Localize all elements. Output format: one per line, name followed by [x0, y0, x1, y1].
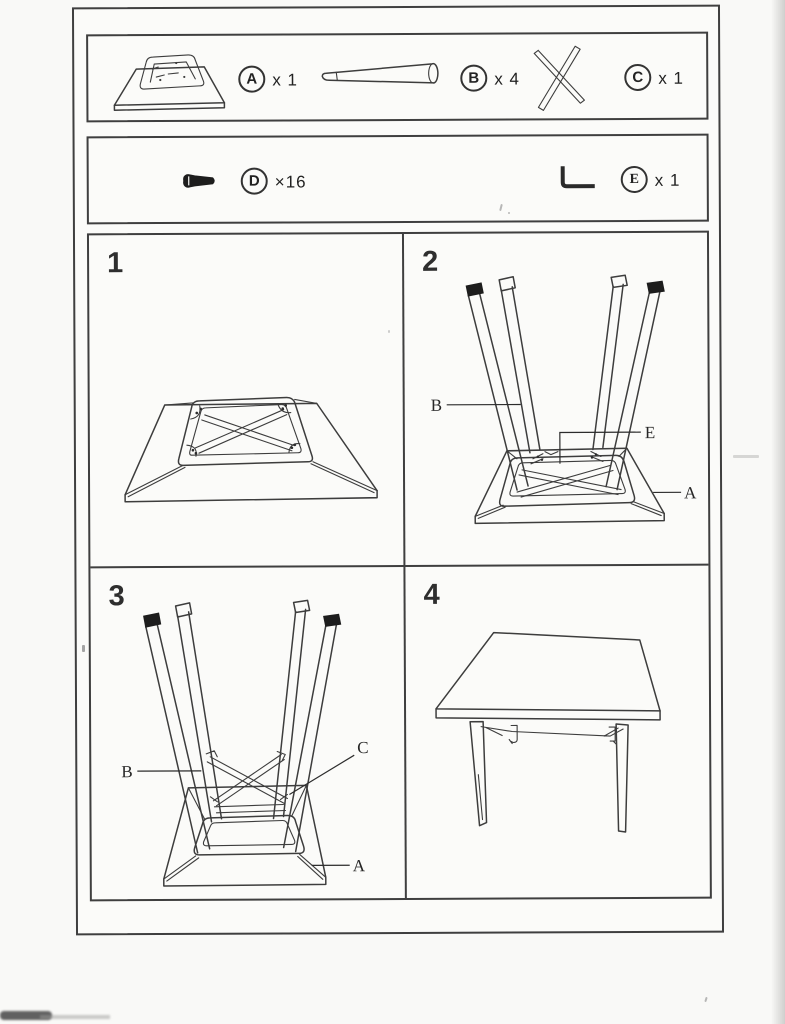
parts-list-row-1: A x 1 B x 4 C x 1	[86, 31, 709, 123]
allen-key-icon	[557, 163, 599, 196]
parts-list-row-2: D ×16 E x 1	[86, 133, 709, 225]
screw-icon	[181, 171, 219, 196]
part-qty-b: x 4	[494, 69, 521, 89]
step-panel-2: 2	[403, 232, 709, 567]
callout-a-step3: A	[353, 856, 366, 875]
cross-brace-icon	[528, 41, 592, 118]
part-qty-a: x 1	[272, 70, 299, 90]
part-badge-e: E	[620, 165, 648, 194]
part-qty-d: ×16	[274, 172, 307, 192]
scan-speck	[388, 330, 390, 333]
scan-edge-shadow	[771, 0, 785, 1024]
table-leg-icon	[316, 61, 448, 97]
table-top-icon	[106, 49, 232, 121]
callout-b-step3: B	[121, 762, 132, 781]
part-badge-d: D	[240, 167, 268, 195]
step-panel-3: 3	[90, 566, 407, 900]
step3-diagram: B C A	[90, 567, 404, 899]
callout-b-step2: B	[431, 396, 442, 415]
part-badge-a: A	[238, 65, 266, 93]
step-panel-1: 1	[88, 233, 406, 569]
step2-diagram: B E A	[404, 233, 708, 565]
assembly-steps-grid: 1	[86, 230, 712, 902]
step4-diagram	[405, 566, 709, 898]
step1-diagram	[89, 234, 403, 566]
step-number-1: 1	[107, 247, 124, 280]
callout-a-step2: A	[684, 483, 697, 502]
scan-speck	[82, 645, 85, 652]
step-panel-4: 4	[405, 566, 709, 898]
part-badge-b: B	[460, 64, 488, 92]
callout-e-step2: E	[645, 423, 655, 442]
scan-smudge	[0, 1011, 52, 1020]
step-number-3: 3	[108, 580, 125, 613]
callout-c-step3: C	[357, 738, 368, 757]
scan-speck	[508, 212, 510, 214]
part-badge-c: C	[624, 63, 652, 92]
scan-speck	[733, 455, 759, 458]
part-qty-e: x 1	[654, 170, 681, 190]
step-number-4: 4	[423, 578, 440, 611]
scan-speck	[704, 996, 708, 1003]
scan-smudge	[40, 1015, 110, 1019]
part-qty-c: x 1	[658, 68, 685, 88]
step-number-2: 2	[422, 245, 439, 278]
page-border: A x 1 B x 4 C x 1	[71, 4, 725, 936]
